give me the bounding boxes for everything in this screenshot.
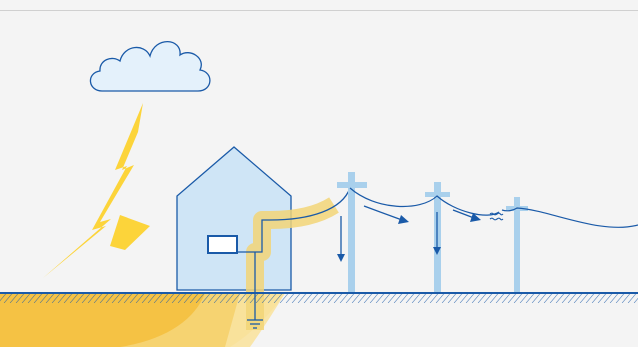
arrow-down-icon: [433, 212, 441, 255]
line-break-icon: [489, 212, 504, 221]
lightning-bolt-icon: [43, 103, 150, 278]
ground-surface: [0, 292, 638, 303]
arrow-down-icon: [337, 216, 345, 262]
ground-symbol-icon: [247, 252, 263, 329]
service-drop: [238, 187, 351, 253]
arrow-right-icon: [452, 209, 481, 222]
cloud-icon: [89, 41, 211, 92]
utility-pole-icon: [337, 172, 367, 292]
surge-arrows: [337, 205, 481, 262]
electric-meter-icon: [207, 235, 238, 254]
overhead-power-line: [349, 187, 638, 228]
ground-glow: [0, 293, 285, 347]
arrow-right-icon: [363, 205, 409, 224]
